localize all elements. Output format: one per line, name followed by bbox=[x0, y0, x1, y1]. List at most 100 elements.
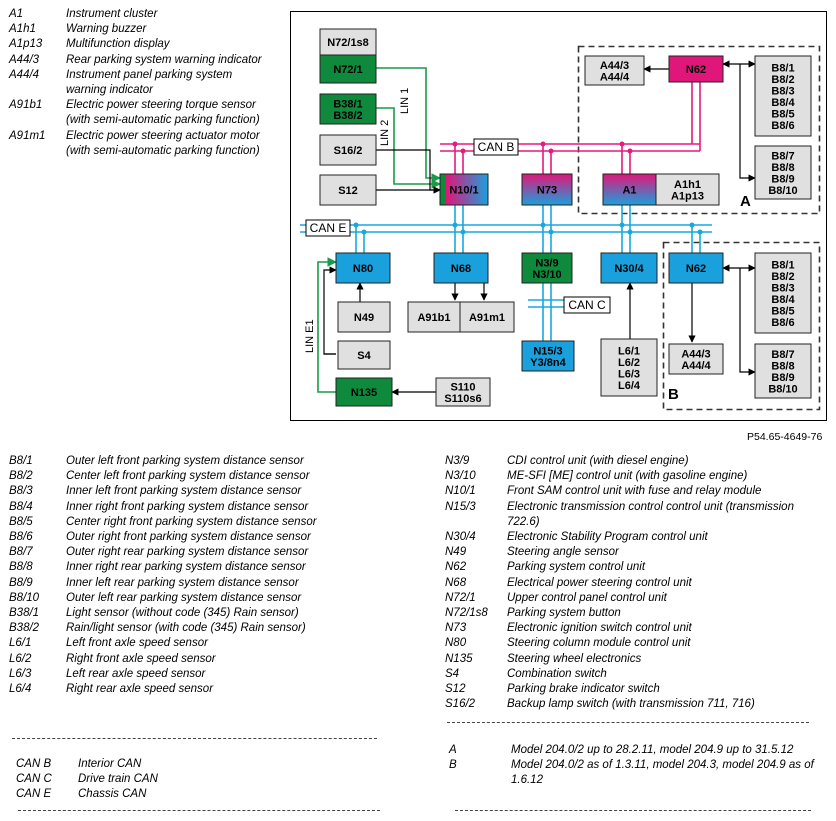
legend-description: Instrument cluster bbox=[66, 8, 158, 20]
legend-description: Center left front parking system distanc… bbox=[66, 470, 310, 483]
component-n72-1: N72/1 bbox=[319, 54, 377, 84]
legend-code: N68 bbox=[445, 576, 467, 589]
legend-description: Right front axle speed sensor bbox=[66, 652, 216, 665]
component-box bbox=[584, 55, 645, 86]
component-box bbox=[754, 252, 812, 334]
component-label: N30/4 bbox=[614, 263, 644, 275]
component-label: N49 bbox=[354, 312, 374, 324]
legend-description: Multifunction display bbox=[66, 38, 170, 51]
component-box bbox=[433, 252, 489, 284]
legend-description: Model 204.0/2 as of 1.3.11, model 204.3,… bbox=[511, 759, 814, 787]
legend-description: Right rear axle speed sensor bbox=[66, 683, 214, 696]
component-s12: S12 bbox=[319, 174, 377, 206]
lin2-label: LIN 2 bbox=[379, 120, 391, 146]
legend-code: A91b1 bbox=[9, 99, 43, 112]
component-label: N10/1 bbox=[449, 185, 478, 197]
legend-description: Electronic transmission control control … bbox=[507, 500, 794, 528]
legend-code: A91m1 bbox=[9, 129, 46, 142]
legend-description: Electronic ignition switch control unit bbox=[507, 622, 692, 635]
component-label: S16/2 bbox=[334, 145, 363, 157]
legend-row: A1h1 Warning buzzer bbox=[9, 22, 264, 37]
separator bbox=[18, 810, 380, 811]
component-label: S4 bbox=[357, 350, 371, 362]
legend-row: A91m1 Electric power steering actuator mo… bbox=[9, 129, 264, 159]
component-label: N62 bbox=[686, 263, 706, 275]
legend-description: Center right front parking system distan… bbox=[66, 515, 317, 528]
legend-code: A1p13 bbox=[9, 38, 43, 51]
legend-description: Warning buzzer bbox=[66, 23, 147, 36]
legend-description: CDI control unit (with diesel engine) bbox=[507, 455, 689, 467]
legend-code: N73 bbox=[445, 622, 467, 635]
legend-description: Inner left rear parking system distance … bbox=[66, 576, 299, 589]
legend-row: A1p13 Multifunction display bbox=[9, 37, 264, 52]
group-b-frame bbox=[662, 241, 821, 411]
legend-code: S4 bbox=[445, 667, 460, 680]
component-n73: N73 bbox=[521, 173, 573, 206]
legend-code: S16/2 bbox=[445, 698, 476, 711]
legend-code: A1h1 bbox=[9, 23, 36, 36]
legend-description: Electronic Stability Program control uni… bbox=[507, 531, 708, 544]
can-e-label-box bbox=[305, 219, 351, 237]
component-a1: A1 bbox=[602, 173, 657, 206]
component-box bbox=[754, 145, 812, 200]
legend-code: L6/1 bbox=[9, 637, 32, 650]
legend-row: L6/1 Left front axle speed sensor bbox=[9, 636, 399, 651]
legend-code: B8/7 bbox=[9, 546, 33, 559]
legend-code: A44/4 bbox=[9, 68, 40, 81]
component-label: N135 bbox=[351, 387, 377, 399]
legend-description: Left front axle speed sensor bbox=[66, 637, 208, 650]
legend-description: Steering angle sensor bbox=[507, 546, 619, 559]
group-b-label: B bbox=[668, 386, 679, 403]
legend-description: Electric power steering actuator motor (… bbox=[66, 129, 260, 157]
legend-description: Upper control panel control unit bbox=[507, 591, 667, 604]
legend-code: N3/10 bbox=[445, 470, 476, 483]
legend-code: B8/9 bbox=[9, 576, 33, 589]
component-a91m1: A91m1 bbox=[459, 301, 515, 333]
legend-code: L6/3 bbox=[9, 667, 32, 680]
legend-code: N30/4 bbox=[445, 531, 476, 544]
component-n62-top: N62 bbox=[668, 55, 724, 83]
legend-code: CAN B bbox=[16, 758, 52, 770]
legend-code: B38/2 bbox=[9, 622, 40, 635]
legend-row: A91b1 Electric power steering torque sens… bbox=[9, 98, 264, 128]
component-n30-4: N30/4 bbox=[600, 252, 658, 284]
legend-description: Steering column module control unit bbox=[507, 637, 691, 650]
legend-description: Electric power steering torque sensor (w… bbox=[66, 99, 260, 127]
component-n135: N135 bbox=[335, 377, 393, 407]
legend-code: CAN C bbox=[16, 773, 52, 786]
component-label: N80 bbox=[353, 263, 373, 275]
component-label: N72/1 bbox=[333, 64, 362, 76]
component-box bbox=[319, 174, 377, 206]
component-label: N68 bbox=[451, 263, 471, 275]
component-box bbox=[754, 343, 812, 399]
component-label: A91m1 bbox=[469, 312, 505, 324]
lin1-label: LIN 1 bbox=[399, 88, 411, 114]
separator bbox=[455, 810, 811, 811]
